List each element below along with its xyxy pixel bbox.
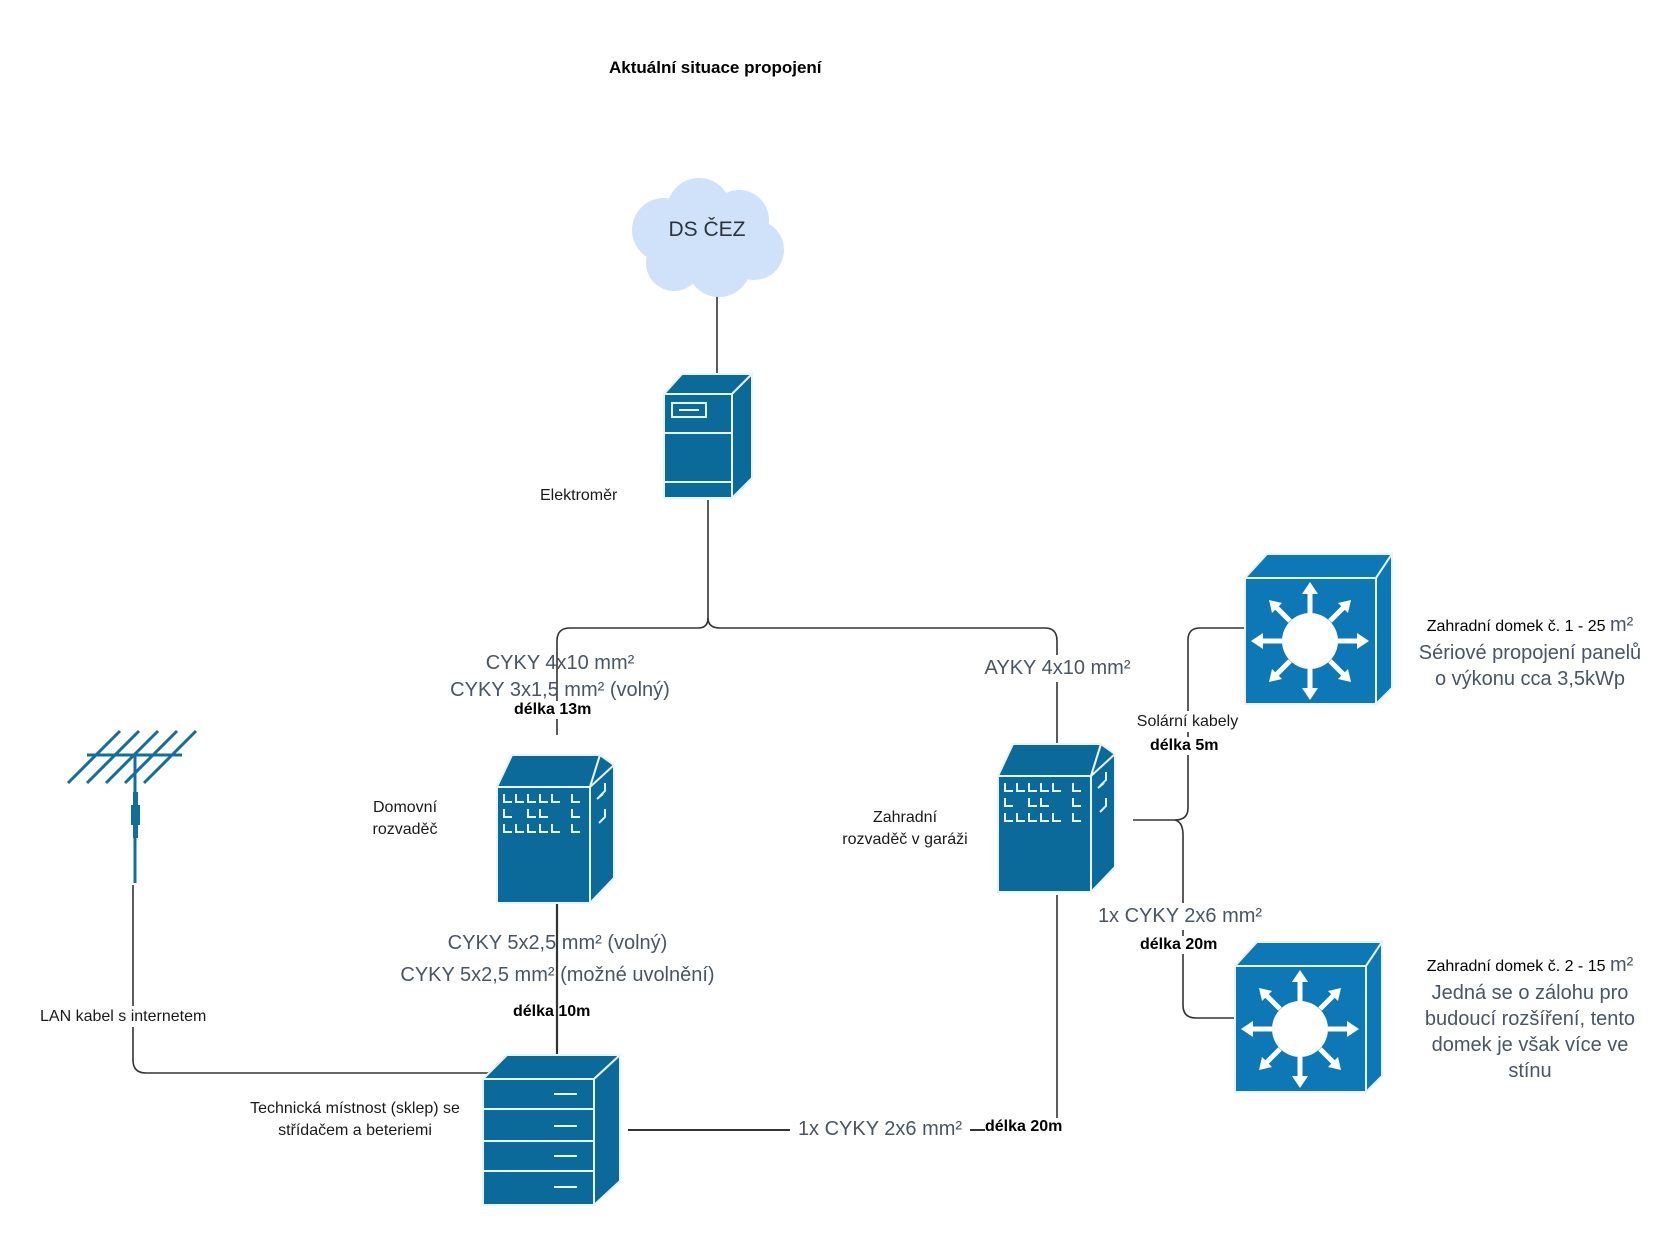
meter-label: Elektroměr: [540, 487, 618, 504]
garden-panel-label-1: Zahradní: [872, 809, 938, 826]
garden-house-2-line5: stínu: [1508, 1060, 1552, 1082]
cable-label: CYKY 4x10 mm²: [485, 652, 635, 674]
server-tower-icon[interactable]: [660, 370, 755, 505]
tech-room-label-2: střídačem a beteriemi: [278, 1122, 432, 1139]
length-label: délka 20m: [1140, 936, 1218, 954]
cable-label: CYKY 3x1,5 mm² (volný): [450, 679, 670, 701]
cable-label: Solární kabely: [1125, 711, 1250, 732]
garden-house-1-description: Zahradní domek č. 1 - 25 m² Sériové prop…: [1395, 612, 1665, 692]
length-label: délka 20m: [985, 1118, 1063, 1136]
cable-label: 1x CYKY 2x6 mm²: [790, 1116, 970, 1143]
wire-garden-house2: [1174, 819, 1235, 1019]
antenna-icon[interactable]: [60, 728, 210, 888]
building-icon[interactable]: [995, 742, 1121, 894]
building-windows: [1004, 772, 1107, 822]
area-unit: m²: [1609, 954, 1634, 976]
cable-label: AYKY 4x10 mm²: [975, 655, 1140, 682]
garden-house-1-line2: Sériové propojení panelů: [1418, 642, 1642, 664]
garden-house-2-line2: Jedná se o zálohu pro: [1431, 982, 1629, 1004]
solar-switch-icon[interactable]: [1232, 940, 1384, 1095]
building-windows: [503, 783, 606, 833]
building-icon[interactable]: [494, 753, 620, 905]
wire-antenna-tech: [132, 885, 490, 1074]
wire-branch-right: [707, 617, 1058, 745]
length-label: délka 5m: [1150, 737, 1219, 755]
garden-panel-label-2: rozvaděč v garáži: [842, 831, 968, 848]
garden-house-2-line4: domek je však více ve: [1431, 1034, 1629, 1056]
cloud-icon[interactable]: [624, 175, 790, 299]
tech-room-label-1: Technická místnost (sklep) se: [250, 1100, 460, 1117]
garden-house-1-title: Zahradní domek č. 1 - 25: [1426, 618, 1610, 635]
cable-label: CYKY 5x2,5 mm² (volný): [447, 932, 668, 954]
house-panel-label-2: rozvaděč: [372, 821, 438, 838]
lan-cable-label: LAN kabel s internetem: [40, 1006, 207, 1027]
wire-meter-branch: [556, 500, 709, 735]
file-cabinet-icon[interactable]: [480, 1053, 625, 1208]
cloud-label: DS ČEZ: [668, 218, 746, 241]
cable-label: CYKY 5x2,5 mm² (možné uvolnění): [400, 964, 715, 986]
length-label: délka 10m: [513, 1003, 591, 1020]
garden-house-1-line3: o výkonu cca 3,5kWp: [1434, 668, 1626, 690]
garden-house-2-line3: budoucí rozšíření, tento: [1424, 1008, 1636, 1030]
garden-house-2-description: Zahradní domek č. 2 - 15 m² Jedná se o z…: [1395, 952, 1665, 1084]
cable-label: 1x CYKY 2x6 mm²: [1090, 903, 1270, 930]
length-label: délka 13m: [514, 701, 592, 719]
diagram-title: Aktuální situace propojení: [609, 58, 822, 77]
solar-switch-icon[interactable]: [1242, 552, 1394, 707]
garden-house-2-title: Zahradní domek č. 2 - 15: [1426, 958, 1610, 975]
house-panel-label-1: Domovní: [372, 799, 438, 816]
area-unit: m²: [1609, 614, 1634, 636]
